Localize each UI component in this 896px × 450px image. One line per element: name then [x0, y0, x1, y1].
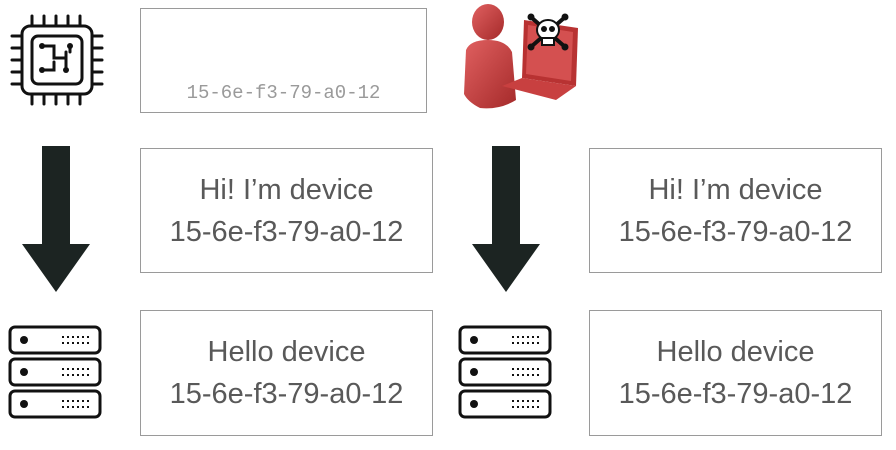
server-response-to-attacker-box: Hello device 15-6e-f3-79-a0-12 — [589, 310, 882, 436]
message-mac: 15-6e-f3-79-a0-12 — [618, 215, 853, 248]
server-rack-icon — [8, 324, 102, 420]
message-mac: 15-6e-f3-79-a0-12 — [169, 215, 404, 248]
message-line: Hello device — [656, 336, 815, 368]
spoofed-hello-message-box: Hi! I’m device 15-6e-f3-79-a0-12 — [589, 148, 882, 273]
server-response-box: Hello device 15-6e-f3-79-a0-12 — [140, 310, 433, 436]
hacker-with-laptop-icon — [460, 2, 585, 114]
mac-address-box: 15-6e-f3-79-a0-12 — [140, 8, 427, 113]
message-line: Hello device — [207, 336, 366, 368]
message-line: Hi! I’m device — [199, 173, 374, 206]
arrow-down-icon — [472, 146, 540, 292]
chip-icon — [10, 12, 106, 108]
message-line: Hi! I’m device — [648, 173, 823, 206]
message-mac: 15-6e-f3-79-a0-12 — [169, 378, 404, 410]
server-rack-icon — [458, 324, 552, 420]
mac-address-text: 15-6e-f3-79-a0-12 — [186, 82, 381, 104]
message-mac: 15-6e-f3-79-a0-12 — [618, 378, 853, 410]
device-hello-message-box: Hi! I’m device 15-6e-f3-79-a0-12 — [140, 148, 433, 273]
arrow-down-icon — [22, 146, 90, 292]
